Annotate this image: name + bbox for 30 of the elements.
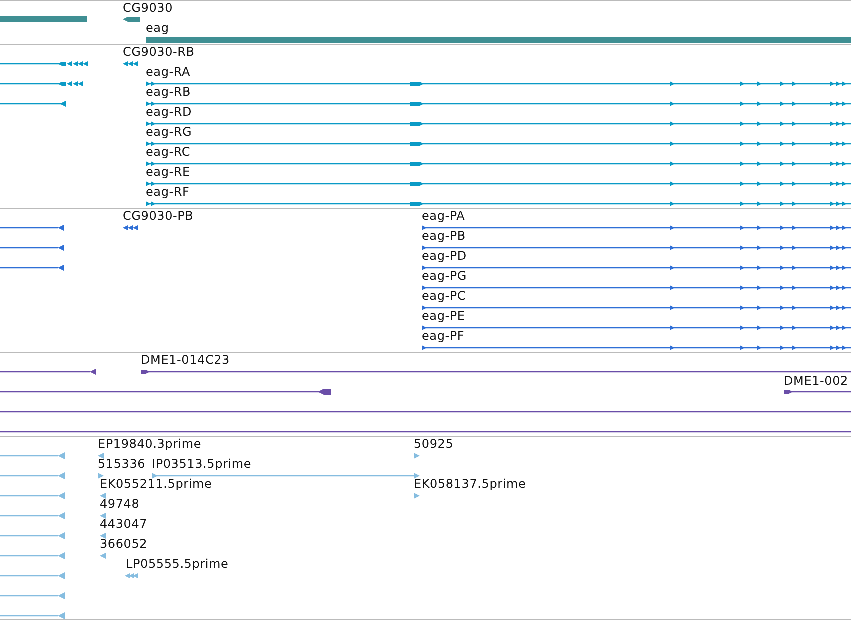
- feature-label: 515336: [98, 457, 146, 471]
- feature-label: eag-PC: [422, 289, 466, 303]
- feature-label: 443047: [100, 517, 148, 531]
- feature-label: DME1-002: [784, 374, 848, 388]
- feature-label: eag-RA: [146, 65, 191, 79]
- feature-label: eag-PF: [422, 329, 465, 343]
- feature-label: 50925: [414, 437, 454, 451]
- feature-label: eag-RB: [146, 85, 192, 99]
- feature-label: CG9030-RB: [123, 45, 195, 59]
- feature-label: IP03513.5prime: [152, 457, 252, 471]
- feature-label: EK058137.5prime: [414, 477, 526, 491]
- feature-label: CG9030-PB: [123, 209, 194, 223]
- feature-label: eag: [146, 21, 170, 35]
- feature-label: eag-RE: [146, 165, 190, 179]
- feature-label: CG9030: [123, 1, 174, 15]
- feature-label: DME1-014C23: [141, 353, 230, 367]
- feature-label: eag-RF: [146, 185, 190, 199]
- feature-label: eag-PG: [422, 269, 468, 283]
- feature-label: eag-RC: [146, 145, 191, 159]
- feature-label: EP19840.3prime: [98, 437, 202, 451]
- feature-label: eag-RD: [146, 105, 192, 119]
- feature-label: eag-PB: [422, 229, 466, 243]
- feature-label: eag-PA: [422, 209, 466, 223]
- feature-label: 49748: [100, 497, 140, 511]
- feature-label: eag-PE: [422, 309, 466, 323]
- feature-label: eag-RG: [146, 125, 192, 139]
- feature-label: 366052: [100, 537, 148, 551]
- feature-label: LP05555.5prime: [126, 557, 229, 571]
- feature-label: EK055211.5prime: [100, 477, 212, 491]
- feature-label: eag-PD: [422, 249, 467, 263]
